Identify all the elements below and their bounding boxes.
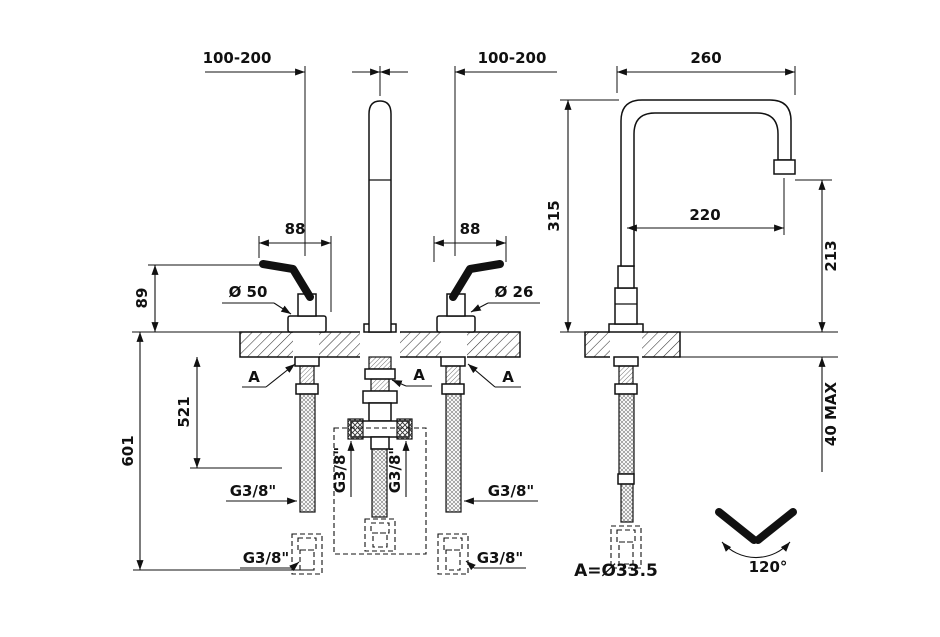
dimensions-side: 260 315 220 213 40 MAX [545,49,840,472]
front-view: 100-200 100-200 88 88 Ø 50 Ø 26 89 601 5… [119,49,557,575]
dim-span-left: 100-200 [203,49,272,67]
supply-center [333,356,427,555]
swivel-lever-right [754,508,797,544]
swivel-angle-label: 120° [749,558,788,576]
dim-total-depth: 601 [119,435,137,466]
swivel-arc [721,541,791,559]
spout-front [363,100,397,333]
deck-front [239,330,521,358]
dim-outlet-height: 213 [822,240,840,271]
thread-label-right: G3/8" [488,482,534,500]
thread-label-center-left: G3/8" [331,447,349,493]
swivel-indicator: 120° [715,508,797,576]
hole-label-center: A [413,366,425,384]
dim-handle-height: 89 [133,288,151,309]
dim-handle-width-right: 88 [460,220,481,238]
supply-side [610,356,642,569]
dim-spout-stem-diameter: Ø 26 [495,283,534,301]
thread-label-left: G3/8" [230,482,276,500]
side-view: 260 315 220 213 40 MAX [545,49,840,569]
thread-label-bottom-right: G3/8" [477,549,523,567]
faucet-side [608,99,796,333]
hole-size-note: A=Ø33.5 [574,561,658,581]
dim-deck-thickness: 40 MAX [822,381,840,446]
dim-spout-reach: 220 [689,206,720,224]
handle-right [436,260,504,333]
dim-span-right: 100-200 [478,49,547,67]
dim-overall-width: 260 [690,49,721,67]
dim-height-above-deck: 315 [545,200,563,231]
hole-label-left: A [248,368,260,386]
dim-hose-length: 521 [175,396,193,427]
aerator [773,159,796,175]
dimensions-front: 100-200 100-200 88 88 Ø 50 Ø 26 89 601 5… [119,49,557,572]
thread-label-bottom-left: G3/8" [243,549,289,567]
dim-handle-base-diameter: Ø 50 [229,283,268,301]
spout-side [620,99,792,267]
hole-label-right: A [502,368,514,386]
handle-left [259,260,327,333]
deck-side [584,330,838,358]
supply-left [291,356,323,575]
thread-label-center-right: G3/8" [386,447,404,493]
handle-right-lever [449,260,504,301]
dim-handle-width-left: 88 [285,220,306,238]
handle-left-lever [259,260,314,301]
optional-parts-outline [333,427,427,555]
supply-right [437,356,469,575]
swivel-lever-left [715,508,758,544]
